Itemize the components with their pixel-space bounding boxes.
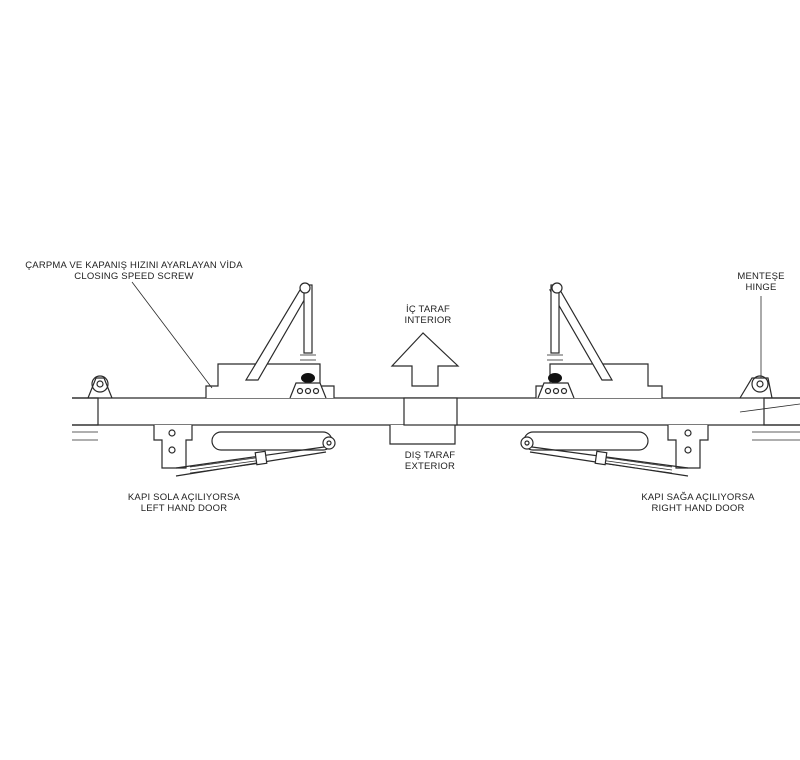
right-bracket <box>520 425 709 469</box>
left-hand-label-tr: KAPI SOLA AÇILIYORSA <box>128 492 241 503</box>
left-closer-arm <box>244 282 316 381</box>
hinge-label-en: HINGE <box>745 282 776 293</box>
right-closer-arm <box>547 282 614 381</box>
right-hand-label-en: RIGHT HAND DOOR <box>651 503 744 514</box>
interior-label-en: INTERIOR <box>405 315 452 326</box>
left-hand-label-en: LEFT HAND DOOR <box>141 503 228 514</box>
right-spring-arm <box>529 446 689 477</box>
left-speed-screw <box>289 373 327 399</box>
interior-label-tr: İÇ TARAF <box>406 304 450 315</box>
center-frame <box>389 397 458 445</box>
right-hand-label-tr: KAPI SAĞA AÇILIYORSA <box>641 492 755 503</box>
up-arrow-icon <box>390 332 460 387</box>
exterior-label-tr: DIŞ TARAF <box>405 450 456 461</box>
right-speed-screw <box>537 373 575 399</box>
screw-label-tr: ÇARPMA VE KAPANIŞ HIZINI AYARLAYAN VİDA <box>25 260 243 271</box>
hinge-label-tr: MENTEŞE <box>737 271 784 282</box>
exterior-label-en: EXTERIOR <box>405 461 455 472</box>
screw-label-en: CLOSING SPEED SCREW <box>74 271 193 282</box>
left-spring-arm <box>175 446 327 477</box>
screw-leader-line <box>131 281 213 389</box>
left-bracket <box>153 425 336 469</box>
